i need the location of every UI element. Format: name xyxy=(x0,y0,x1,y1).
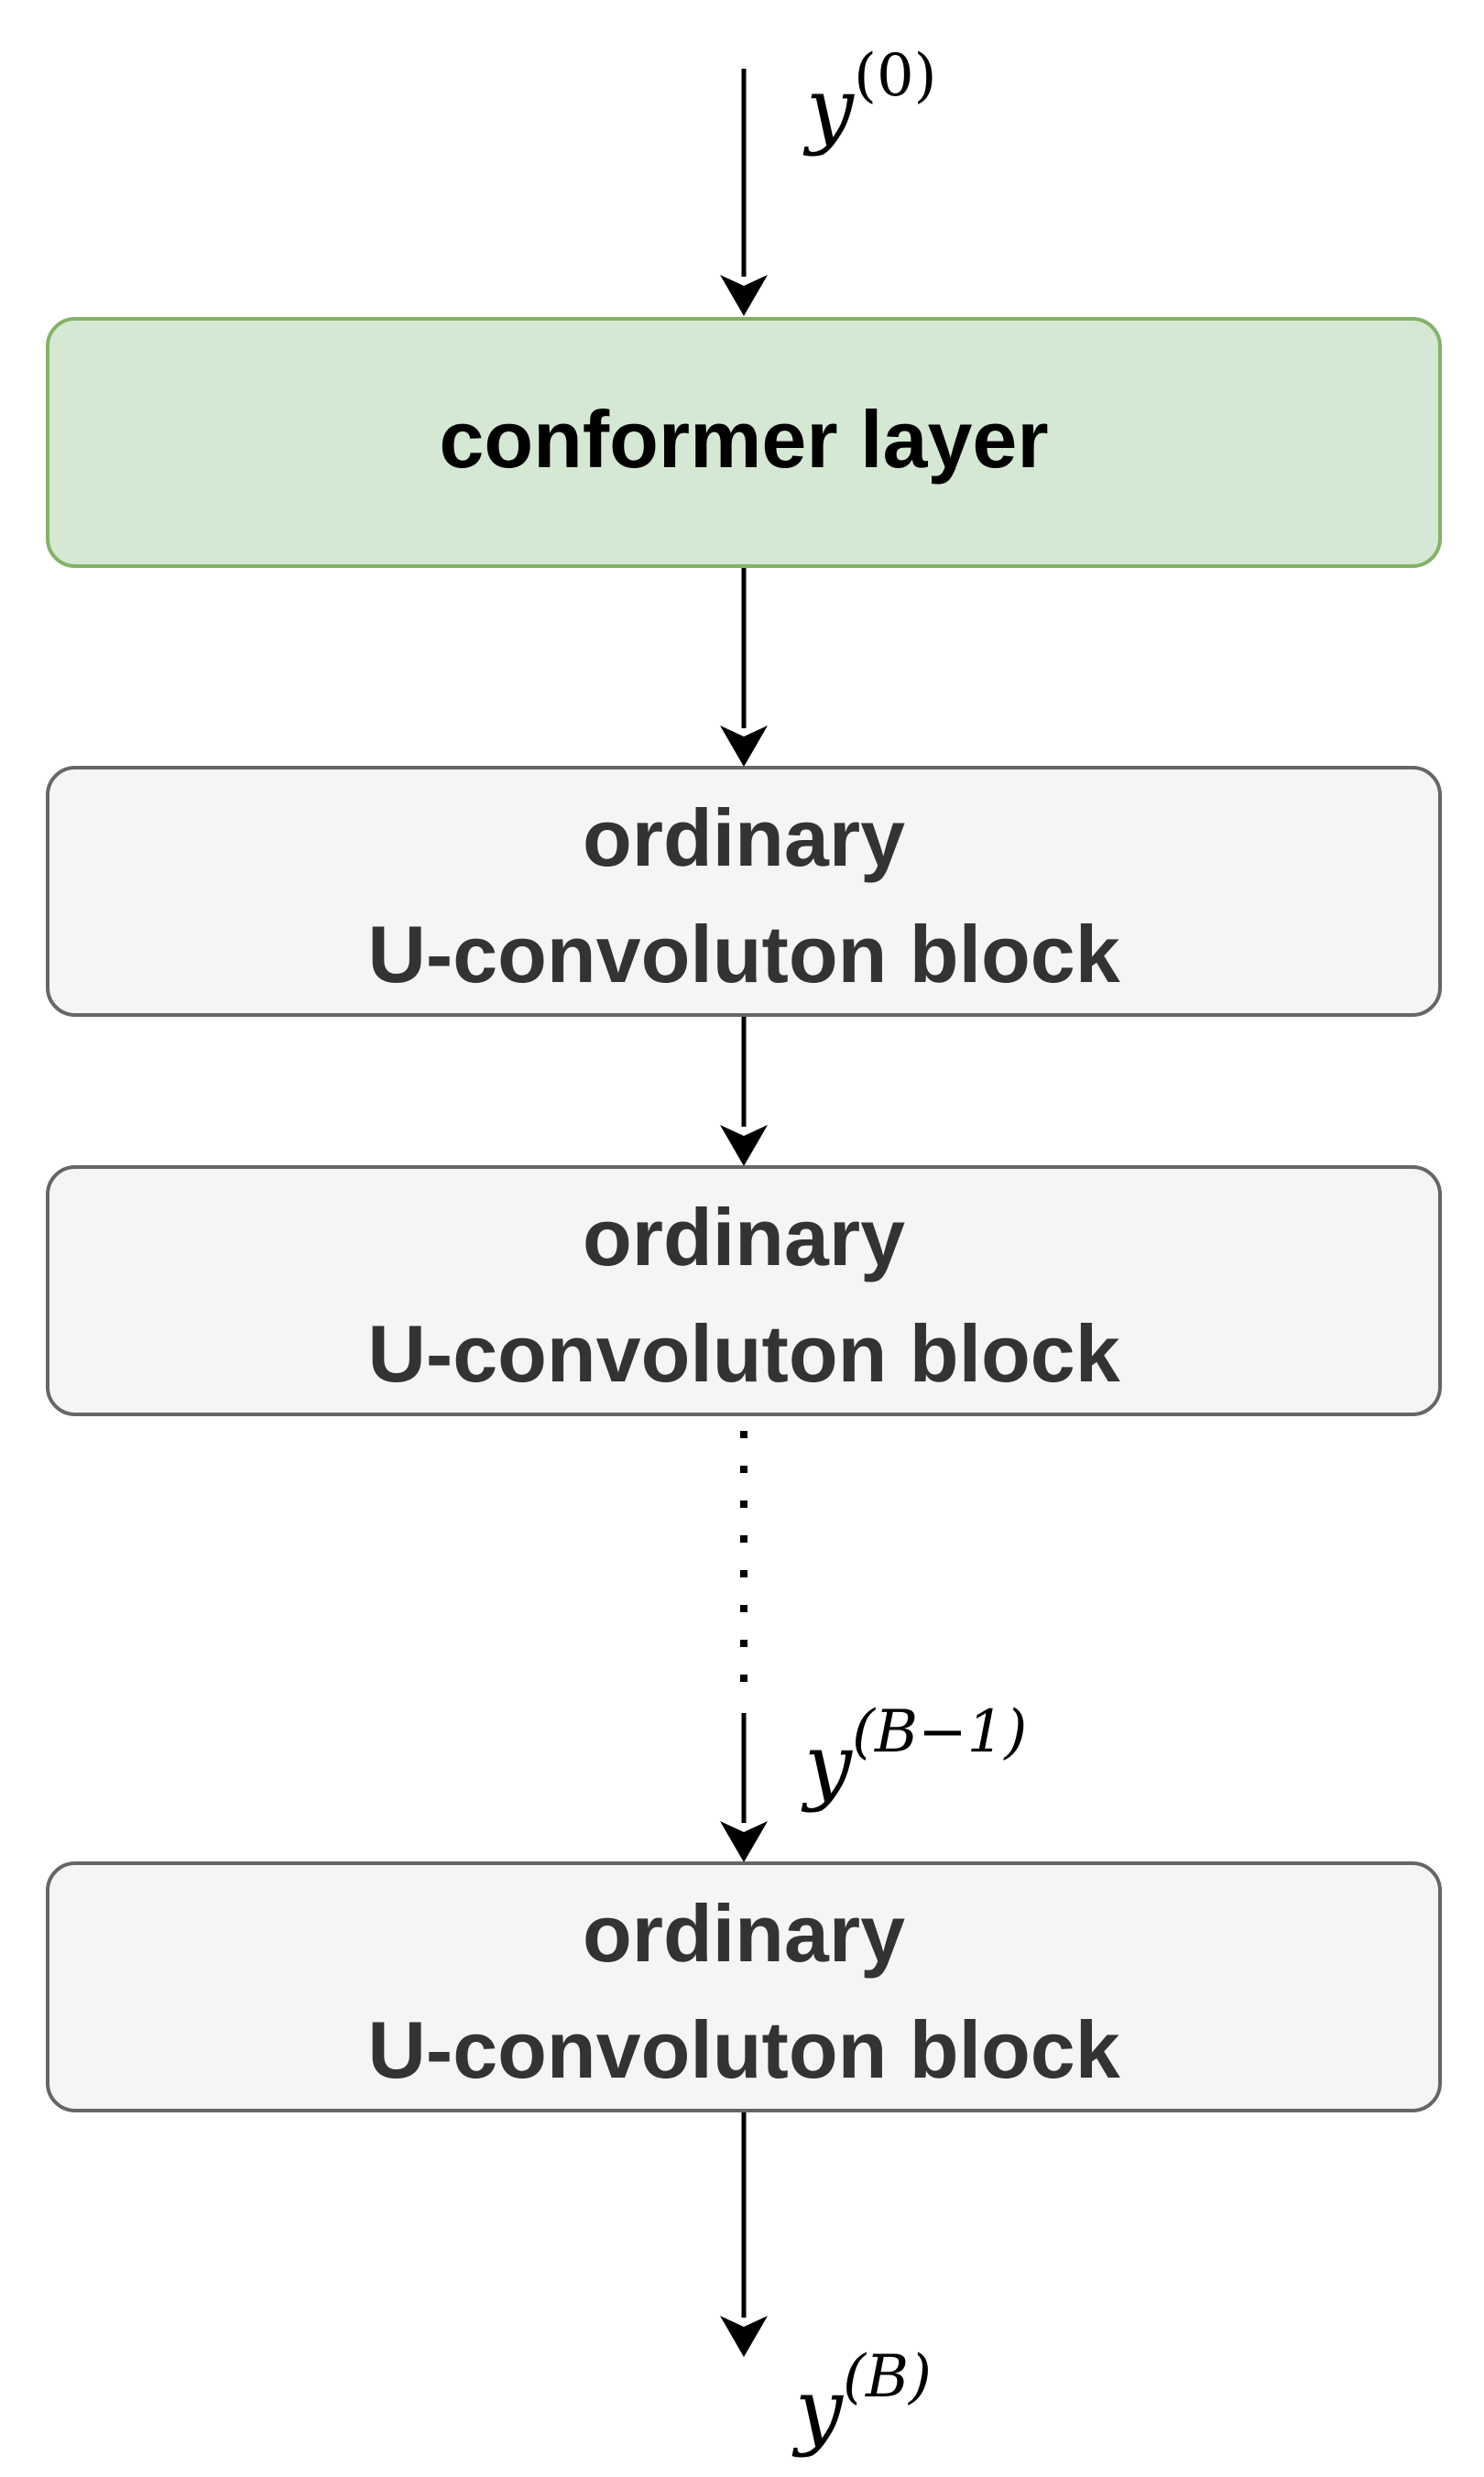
arrow-conformer-to-block1 xyxy=(720,568,768,767)
input-label-base: y xyxy=(802,60,855,158)
u-conv-block-3-line2: U-convoluton block xyxy=(367,2004,1120,2095)
output-label-base: y xyxy=(791,2361,844,2459)
u-conv-block-1-line2: U-convoluton block xyxy=(367,909,1120,999)
u-conv-block-2-line1: ordinary xyxy=(583,1192,905,1282)
u-conv-block-3: ordinary U-convoluton block xyxy=(46,1861,1442,2112)
u-conv-block-2-rect xyxy=(46,1165,1442,1416)
output-label-sup: (B) xyxy=(843,2343,932,2411)
u-conv-block-2: ordinary U-convoluton block xyxy=(46,1165,1442,1416)
mid-label-base: y xyxy=(801,1716,853,1814)
input-label: y(0) xyxy=(802,42,937,158)
input-arrow xyxy=(720,69,768,316)
u-conv-block-3-line1: ordinary xyxy=(583,1888,905,1979)
arrow-block1-to-block2 xyxy=(720,1017,768,1166)
u-conv-block-1-line1: ordinary xyxy=(583,792,905,883)
u-conv-block-1: ordinary U-convoluton block xyxy=(46,766,1442,1017)
conformer-layer-rect xyxy=(46,317,1442,568)
mid-label: y(B−1) xyxy=(801,1698,1027,1814)
u-conv-block-3-rect xyxy=(46,1861,1442,2112)
output-label: y(B) xyxy=(791,2343,932,2459)
arrow-to-block3 xyxy=(720,1713,768,1862)
conformer-layer-label: conformer layer xyxy=(439,394,1048,485)
input-label-sup: (0) xyxy=(854,42,937,110)
output-arrow xyxy=(720,2112,768,2357)
u-conv-block-2-line2: U-convoluton block xyxy=(367,1308,1120,1399)
conformer-layer-box: conformer layer xyxy=(46,317,1442,568)
u-conv-block-1-rect xyxy=(46,766,1442,1017)
mid-label-sup: (B−1) xyxy=(852,1698,1027,1766)
